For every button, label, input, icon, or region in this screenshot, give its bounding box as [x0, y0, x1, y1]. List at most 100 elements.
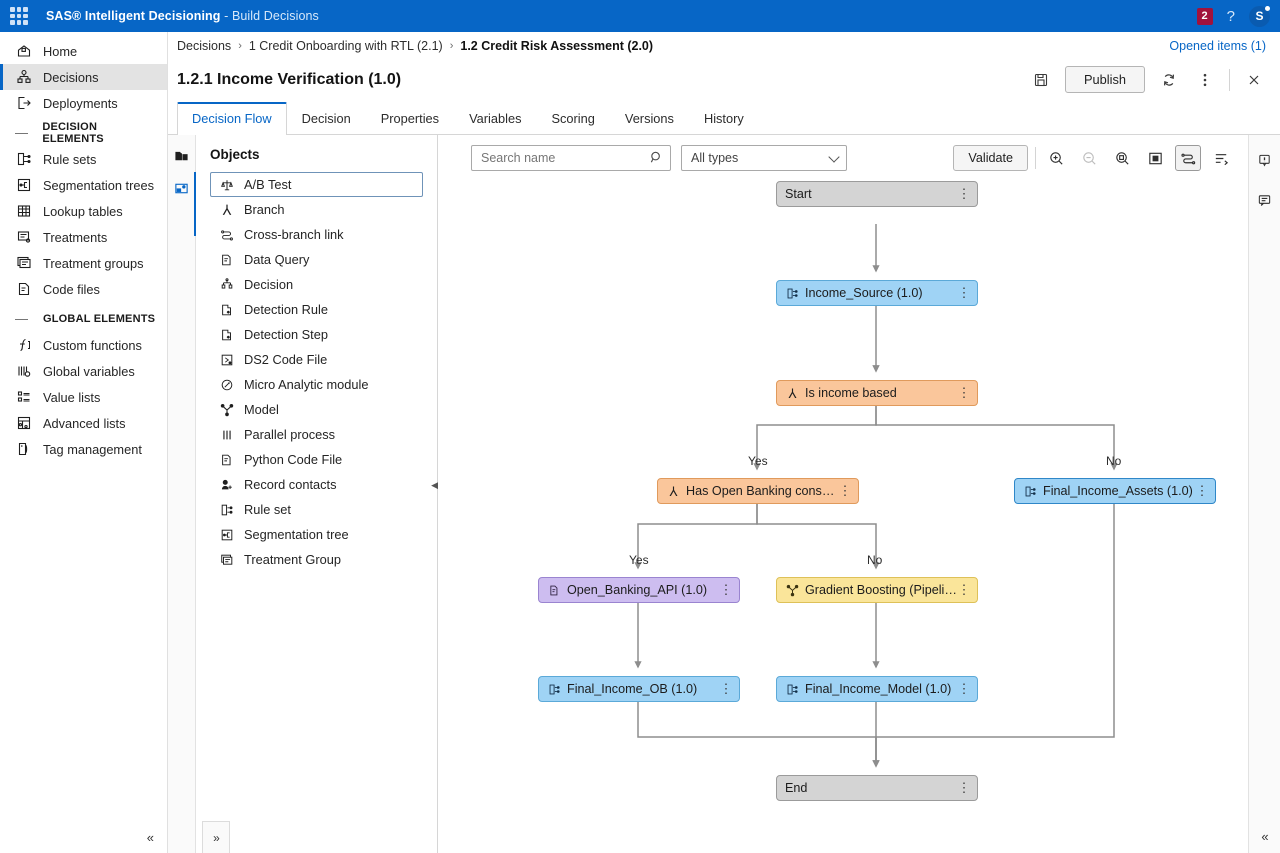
object-item-detection-step[interactable]: Detection Step — [210, 322, 423, 347]
flow-node-end[interactable]: End ⋮ — [776, 775, 978, 801]
object-item-parallel-process[interactable]: Parallel process — [210, 422, 423, 447]
object-item-segmentation-tree[interactable]: Segmentation tree — [210, 522, 423, 547]
ds2-code-file-icon — [219, 352, 235, 368]
flow-node-menu-icon[interactable]: ⋮ — [719, 582, 733, 597]
fit-to-screen-icon[interactable] — [1142, 145, 1168, 171]
comments-icon[interactable] — [1253, 187, 1277, 213]
flow-node-final-income-ob[interactable]: Final_Income_OB (1.0) ⋮ — [538, 676, 740, 702]
sidebar-item-segmentation-trees[interactable]: Segmentation trees — [0, 172, 167, 198]
tab-variables[interactable]: Variables — [469, 111, 522, 126]
flow-node-is-income-based[interactable]: Is income based ⋮ — [776, 380, 978, 406]
objects-library-icon[interactable] — [170, 143, 194, 169]
objects-panel-expand-button[interactable]: » — [202, 821, 230, 853]
object-item-ab-test[interactable]: A/B Test — [210, 172, 423, 197]
object-item-detection-rule[interactable]: Detection Rule — [210, 297, 423, 322]
flow-node-menu-icon[interactable]: ⋮ — [957, 780, 971, 795]
breadcrumb-separator: › — [238, 40, 242, 52]
object-item-rule-set[interactable]: Rule set — [210, 497, 423, 522]
rule-set-icon — [1023, 484, 1038, 499]
flow-node-menu-icon[interactable]: ⋮ — [957, 186, 971, 201]
sidebar-item-treatments[interactable]: Treatments — [0, 224, 167, 250]
sidebar-item-advanced-lists[interactable]: Advanced lists — [0, 410, 167, 436]
flow-node-menu-icon[interactable]: ⋮ — [957, 582, 971, 597]
flow-node-gradient-boosting[interactable]: Gradient Boosting (Pipelin… ⋮ — [776, 577, 978, 603]
tab-history[interactable]: History — [703, 111, 744, 126]
content-area: Decisions › 1 Credit Onboarding with RTL… — [168, 32, 1280, 853]
right-rail-collapse-button[interactable]: « — [1261, 829, 1268, 844]
sidebar-item-treatment-groups[interactable]: Treatment groups — [0, 250, 167, 276]
tab-scoring[interactable]: Scoring — [551, 111, 595, 126]
flow-node-menu-icon[interactable]: ⋮ — [719, 681, 733, 696]
sidebar-item-global-variables[interactable]: Global variables — [0, 358, 167, 384]
layout-toggle-icon[interactable] — [1175, 145, 1201, 171]
table-icon — [15, 203, 32, 220]
tab-decision-flow[interactable]: Decision Flow — [177, 102, 287, 135]
flow-node-has-open-banking-consent[interactable]: Has Open Banking consent ⋮ — [657, 478, 859, 504]
object-item-model[interactable]: Model — [210, 397, 423, 422]
object-item-decision[interactable]: Decision — [210, 272, 423, 297]
zoom-fit-icon[interactable] — [1109, 145, 1135, 171]
notification-badge[interactable]: 2 — [1196, 7, 1213, 25]
tab-decision[interactable]: Decision — [301, 111, 351, 126]
zoom-in-icon[interactable] — [1043, 145, 1069, 171]
sidebar-collapse-button[interactable]: « — [146, 829, 154, 845]
sidebar-item-lookup-tables[interactable]: Lookup tables — [0, 198, 167, 224]
object-item-label: Cross-branch link — [244, 227, 344, 242]
sidebar-item-code-files[interactable]: Code files — [0, 276, 167, 302]
search-input[interactable] — [471, 145, 671, 171]
detection-rule-icon — [219, 302, 235, 318]
breadcrumb-item-credit-onboarding[interactable]: 1 Credit Onboarding with RTL (2.1) — [248, 39, 443, 53]
opened-items-link[interactable]: Opened items (1) — [1169, 39, 1266, 53]
flow-node-final-income-assets[interactable]: Final_Income_Assets (1.0) ⋮ — [1014, 478, 1216, 504]
sidebar-item-value-lists[interactable]: Value lists — [0, 384, 167, 410]
avatar[interactable]: S — [1249, 5, 1270, 27]
alerts-icon[interactable] — [1253, 147, 1277, 173]
sidebar-item-label: Rule sets — [43, 151, 97, 167]
flow-node-open-banking-api[interactable]: Open_Banking_API (1.0) ⋮ — [538, 577, 740, 603]
tab-properties[interactable]: Properties — [380, 111, 440, 126]
flow-node-label: Start — [785, 187, 812, 201]
sidebar-item-home[interactable]: Home — [0, 38, 167, 64]
auto-arrange-icon[interactable] — [1208, 145, 1234, 171]
help-icon[interactable]: ? — [1226, 7, 1235, 25]
flow-node-menu-icon[interactable]: ⋮ — [957, 385, 971, 400]
flow-node-menu-icon[interactable]: ⋮ — [838, 483, 852, 498]
sidebar-item-deployments[interactable]: Deployments — [0, 90, 167, 116]
sidebar-item-tag-management[interactable]: Tag management — [0, 436, 167, 462]
flow-node-menu-icon[interactable]: ⋮ — [1195, 483, 1209, 498]
save-icon[interactable] — [1029, 68, 1053, 92]
sidebar-item-decisions[interactable]: Decisions — [0, 64, 167, 90]
breadcrumb-item-decisions[interactable]: Decisions — [177, 39, 232, 53]
object-item-python-code-file[interactable]: Python Code File — [210, 447, 423, 472]
detection-step-icon — [219, 327, 235, 343]
publish-button[interactable]: Publish — [1065, 66, 1145, 93]
group-dash-icon — [15, 318, 32, 320]
decision-flow-canvas[interactable]: Start ⋮ Income_Source (1.0) ⋮ Is income … — [438, 179, 1248, 853]
flow-node-income-source[interactable]: Income_Source (1.0) ⋮ — [776, 280, 978, 306]
tab-versions[interactable]: Versions — [624, 111, 674, 126]
object-item-micro-analytic-module[interactable]: Micro Analytic module — [210, 372, 423, 397]
rule-set-icon — [219, 502, 235, 518]
type-filter-select[interactable]: All types — [681, 145, 847, 171]
object-item-record-contacts[interactable]: Record contacts — [210, 472, 423, 497]
python-code-file-icon — [219, 452, 235, 468]
app-grid-icon[interactable] — [10, 7, 28, 25]
object-item-cross-branch-link[interactable]: Cross-branch link — [210, 222, 423, 247]
object-item-data-query[interactable]: Data Query — [210, 247, 423, 272]
object-item-ds2-code-file[interactable]: DS2 Code File — [210, 347, 423, 372]
flow-node-menu-icon[interactable]: ⋮ — [957, 285, 971, 300]
object-item-treatment-group[interactable]: Treatment Group — [210, 547, 423, 572]
validate-button[interactable]: Validate — [953, 145, 1028, 171]
sidebar-item-custom-functions[interactable]: Custom functions — [0, 332, 167, 358]
flow-node-label: End — [785, 781, 808, 795]
close-icon[interactable] — [1242, 68, 1266, 92]
flow-node-start[interactable]: Start ⋮ — [776, 181, 978, 207]
flow-node-menu-icon[interactable]: ⋮ — [957, 681, 971, 696]
kebab-menu-icon[interactable] — [1193, 68, 1217, 92]
panel-resize-handle[interactable]: ◀ — [431, 479, 438, 490]
object-item-branch[interactable]: Branch — [210, 197, 423, 222]
minimap-icon[interactable] — [170, 172, 197, 236]
refresh-icon[interactable] — [1157, 68, 1181, 92]
flow-node-final-income-model[interactable]: Final_Income_Model (1.0) ⋮ — [776, 676, 978, 702]
sidebar-item-rule-sets[interactable]: Rule sets — [0, 146, 167, 172]
